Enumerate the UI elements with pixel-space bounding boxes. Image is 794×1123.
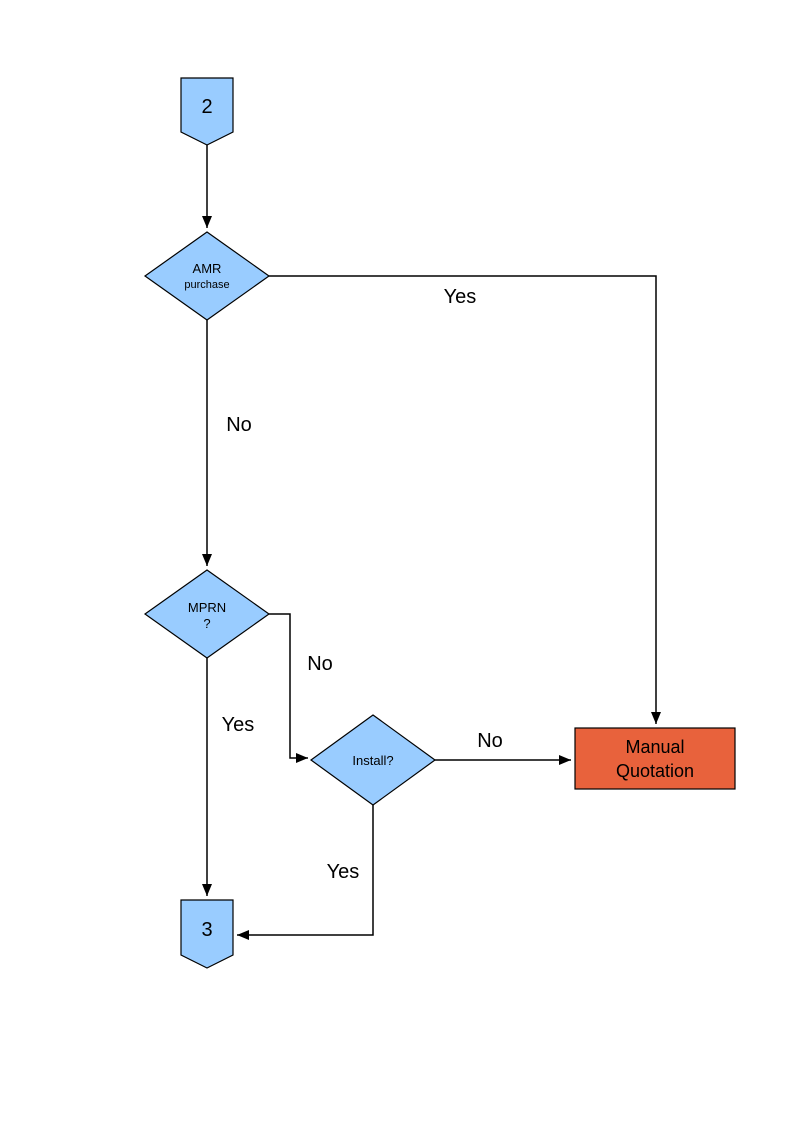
manual-quotation-box: [574, 727, 736, 790]
connector-3-label: 3: [201, 919, 212, 941]
connector-2-shape: [180, 77, 234, 146]
amr-purchase-label-line1: AMR: [193, 261, 222, 276]
amr-purchase-label-line2: purchase: [184, 279, 229, 291]
install-decision-shape: [309, 714, 437, 806]
edge-label-amr-no: No: [226, 414, 252, 436]
edge-label-install-yes: Yes: [327, 861, 360, 883]
edge-label-install-no: No: [477, 730, 503, 752]
edge-label-mprn-no: No: [307, 653, 333, 675]
edge-label-mprn-yes: Yes: [222, 714, 255, 736]
install-label: Install?: [352, 753, 393, 768]
edge-label-amr-yes: Yes: [444, 286, 477, 308]
connector-2-label: 2: [201, 96, 212, 118]
edge-mprn-no-to-install: [269, 613, 308, 763]
connector-3-shape: [180, 899, 234, 969]
amr-purchase-decision-shape: [143, 231, 271, 321]
mprn-label-line1: MPRN: [188, 600, 226, 615]
edge-install-yes-to-connector3: [237, 805, 374, 940]
mprn-decision-shape: [143, 569, 271, 659]
manual-quotation-label-line2: Quotation: [616, 761, 694, 781]
mprn-label-line2: ?: [203, 616, 210, 631]
edge-amr-yes-to-manual-quotation: [269, 275, 661, 724]
manual-quotation-label-line1: Manual: [625, 737, 684, 757]
